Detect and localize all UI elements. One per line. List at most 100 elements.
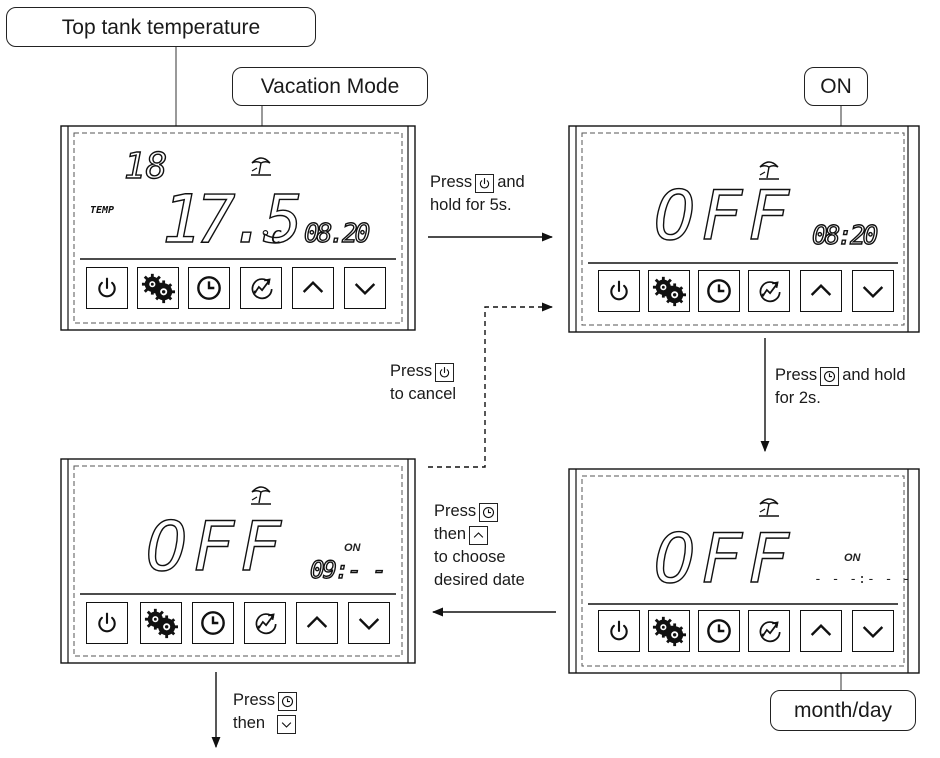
- button-clock[interactable]: [698, 270, 740, 312]
- clock-icon: [193, 272, 225, 304]
- instruction-step5: Press then: [233, 689, 300, 735]
- power-icon: [605, 277, 633, 305]
- button-clock[interactable]: [192, 602, 234, 644]
- button-settings[interactable]: [137, 267, 179, 309]
- button-boost[interactable]: [748, 270, 790, 312]
- boost-icon: [246, 273, 276, 303]
- instr-then: then: [233, 714, 266, 732]
- button-power[interactable]: [598, 610, 640, 652]
- date-readout-blank: - - -:- - -: [814, 572, 912, 587]
- down-icon: [857, 275, 889, 307]
- power-icon: [93, 274, 121, 302]
- status-off: OFF: [145, 508, 287, 587]
- callout-top-tank-temperature: Top tank temperature: [6, 7, 316, 47]
- panel-frame: [568, 125, 920, 333]
- temp-label: TEMP: [90, 205, 115, 216]
- clock-icon: [197, 607, 229, 639]
- button-down[interactable]: [852, 270, 894, 312]
- boost-icon: [754, 616, 784, 646]
- instr-desired-date: desired date: [434, 571, 525, 589]
- clock-icon: [479, 503, 499, 522]
- gears-icon: [141, 271, 175, 305]
- panel-frame: [60, 125, 416, 331]
- date-readout: 09:- -: [309, 556, 387, 584]
- boost-icon: [754, 276, 784, 306]
- instr-and: and: [497, 173, 525, 191]
- temperature-unit: °C: [260, 227, 282, 248]
- vacation-umbrella-icon: [248, 482, 274, 508]
- instr-press: Press: [233, 691, 276, 709]
- temperature-readout: 17.5: [161, 181, 303, 258]
- down-icon: [353, 607, 385, 639]
- up-icon: [805, 615, 837, 647]
- up-icon: [297, 272, 329, 304]
- display-panel-off: OFF 08:20: [568, 125, 920, 333]
- up-icon: [301, 607, 333, 639]
- instr-choose: to choose: [434, 548, 506, 566]
- power-icon: [475, 174, 495, 193]
- button-boost[interactable]: [748, 610, 790, 652]
- instr-and-hold: and hold: [842, 366, 906, 384]
- button-down[interactable]: [348, 602, 390, 644]
- instr-press: Press: [775, 366, 818, 384]
- instruction-step4: Press to cancel: [390, 360, 457, 406]
- display-panel-date-blank: OFF ON - - -:- - -: [568, 468, 920, 674]
- button-down[interactable]: [344, 267, 386, 309]
- clock-icon: [703, 275, 735, 307]
- status-off: OFF: [653, 520, 795, 599]
- button-up[interactable]: [292, 267, 334, 309]
- instruction-step2: Press and hold for 2s.: [775, 364, 906, 410]
- instr-then: then: [434, 525, 467, 543]
- callout-month-day: month/day: [770, 690, 916, 731]
- instr-press: Press: [434, 502, 477, 520]
- button-boost[interactable]: [240, 267, 282, 309]
- button-clock[interactable]: [698, 610, 740, 652]
- instr-hold: hold for 5s.: [430, 196, 512, 214]
- status-off: OFF: [653, 177, 795, 256]
- instr-press: Press: [390, 362, 433, 380]
- button-up[interactable]: [296, 602, 338, 644]
- up-icon: [469, 526, 489, 545]
- down-icon: [349, 272, 381, 304]
- down-icon: [277, 715, 297, 734]
- button-power[interactable]: [598, 270, 640, 312]
- power-icon: [605, 617, 633, 645]
- button-settings[interactable]: [648, 270, 690, 312]
- button-power[interactable]: [86, 602, 128, 644]
- button-up[interactable]: [800, 270, 842, 312]
- on-label: ON: [344, 542, 361, 554]
- button-settings[interactable]: [648, 610, 690, 652]
- power-icon: [435, 363, 455, 382]
- vacation-umbrella-icon: [248, 153, 274, 179]
- time-readout: 08.20: [303, 219, 371, 249]
- instr-cancel: to cancel: [390, 385, 457, 403]
- small-digits: 18: [123, 146, 168, 187]
- callout-vacation-mode: Vacation Mode: [232, 67, 428, 106]
- clock-icon: [820, 367, 840, 386]
- arrow-step4-dashed: [428, 302, 554, 468]
- power-icon: [93, 609, 121, 637]
- gears-icon: [652, 274, 686, 308]
- instr-duration: for 2s.: [775, 389, 821, 407]
- vacation-umbrella-icon: [756, 494, 782, 520]
- gears-icon: [652, 614, 686, 648]
- display-panel-normal: 18 TEMP 17.5 °C 08.20: [60, 125, 416, 331]
- button-up[interactable]: [800, 610, 842, 652]
- time-readout: 08:20: [811, 221, 879, 251]
- clock-icon: [278, 692, 298, 711]
- button-settings[interactable]: [140, 602, 182, 644]
- panel-frame: [60, 458, 416, 664]
- button-clock[interactable]: [188, 267, 230, 309]
- panel-frame: [568, 468, 920, 674]
- button-down[interactable]: [852, 610, 894, 652]
- instruction-step3: Press then to choose desired date: [434, 500, 525, 592]
- display-panel-date-set: OFF ON 09:- -: [60, 458, 416, 664]
- callout-on: ON: [804, 67, 868, 106]
- button-power[interactable]: [86, 267, 128, 309]
- up-icon: [805, 275, 837, 307]
- button-boost[interactable]: [244, 602, 286, 644]
- instr-press: Press: [430, 173, 473, 191]
- gears-icon: [144, 606, 178, 640]
- down-icon: [857, 615, 889, 647]
- on-label: ON: [844, 552, 861, 564]
